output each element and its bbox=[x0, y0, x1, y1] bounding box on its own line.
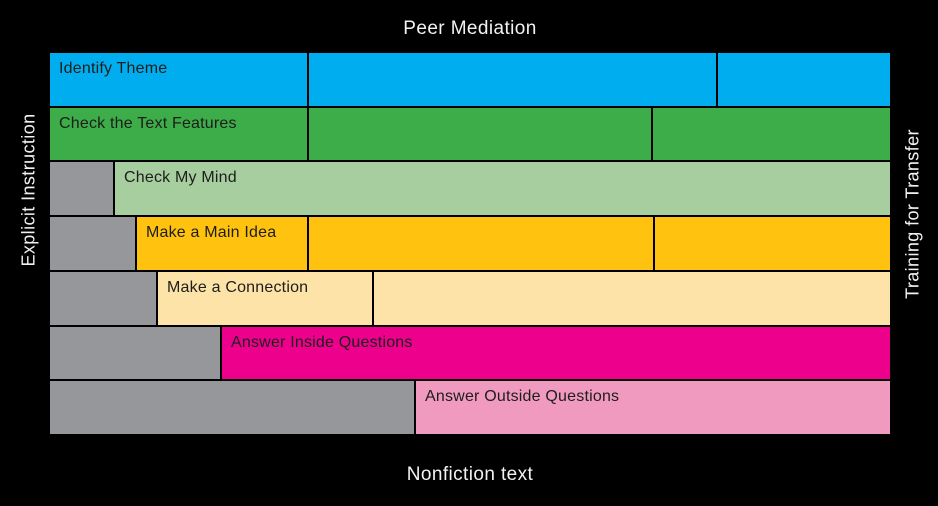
bar-segment: Answer Outside Questions bbox=[415, 380, 891, 436]
bar-segment bbox=[653, 216, 891, 271]
bar-label: Answer Inside Questions bbox=[231, 333, 413, 351]
bar-row-check-the-text-features: Check the Text Features bbox=[49, 106, 891, 162]
bottom-axis-label: Nonfiction text bbox=[406, 464, 534, 485]
gray-offset-segment bbox=[49, 380, 416, 436]
bar-label: Check the Text Features bbox=[59, 114, 237, 132]
bar-row-answer-outside-questions: Answer Outside Questions bbox=[49, 380, 891, 436]
top-axis-label: Peer Mediation bbox=[403, 18, 537, 39]
gray-offset-segment bbox=[49, 216, 136, 271]
bar-segment: Check the Text Features bbox=[49, 106, 308, 162]
bar-label: Make a Main Idea bbox=[145, 224, 277, 242]
bar-row-make-a-connection: Make a Connection bbox=[49, 270, 891, 326]
bar-row-check-my-mind: Check My Mind bbox=[49, 161, 891, 217]
bar-row-identify-theme: Identify Theme bbox=[49, 52, 891, 107]
bar-segment bbox=[652, 106, 891, 162]
left-axis-label: Explicit Instruction bbox=[18, 113, 39, 267]
bar-segment: Check My Mind bbox=[114, 161, 891, 217]
bar-row-make-a-main-idea: Make a Main Idea bbox=[49, 216, 891, 271]
bar-segment bbox=[372, 270, 891, 326]
bar-segment: Answer Inside Questions bbox=[221, 325, 891, 381]
bar-segment: Make a Main Idea bbox=[135, 216, 308, 271]
bar-segment bbox=[307, 216, 654, 271]
gray-offset-segment bbox=[49, 161, 114, 217]
right-axis-label: Training for Transfer bbox=[902, 129, 923, 299]
gray-offset-segment bbox=[49, 325, 222, 381]
bar-label: Check My Mind bbox=[124, 169, 237, 187]
bar-segment: Make a Connection bbox=[157, 270, 373, 326]
bar-label: Identify Theme bbox=[59, 60, 168, 77]
bar-row-answer-inside-questions: Answer Inside Questions bbox=[49, 325, 891, 381]
gray-offset-segment bbox=[49, 270, 158, 326]
bar-label: Make a Connection bbox=[167, 278, 309, 296]
bar-segment: Identify Theme bbox=[49, 52, 308, 107]
bar-segment bbox=[307, 106, 653, 162]
bar-label: Answer Outside Questions bbox=[425, 388, 620, 406]
bar-segment bbox=[716, 52, 891, 107]
bar-segment bbox=[307, 52, 717, 107]
